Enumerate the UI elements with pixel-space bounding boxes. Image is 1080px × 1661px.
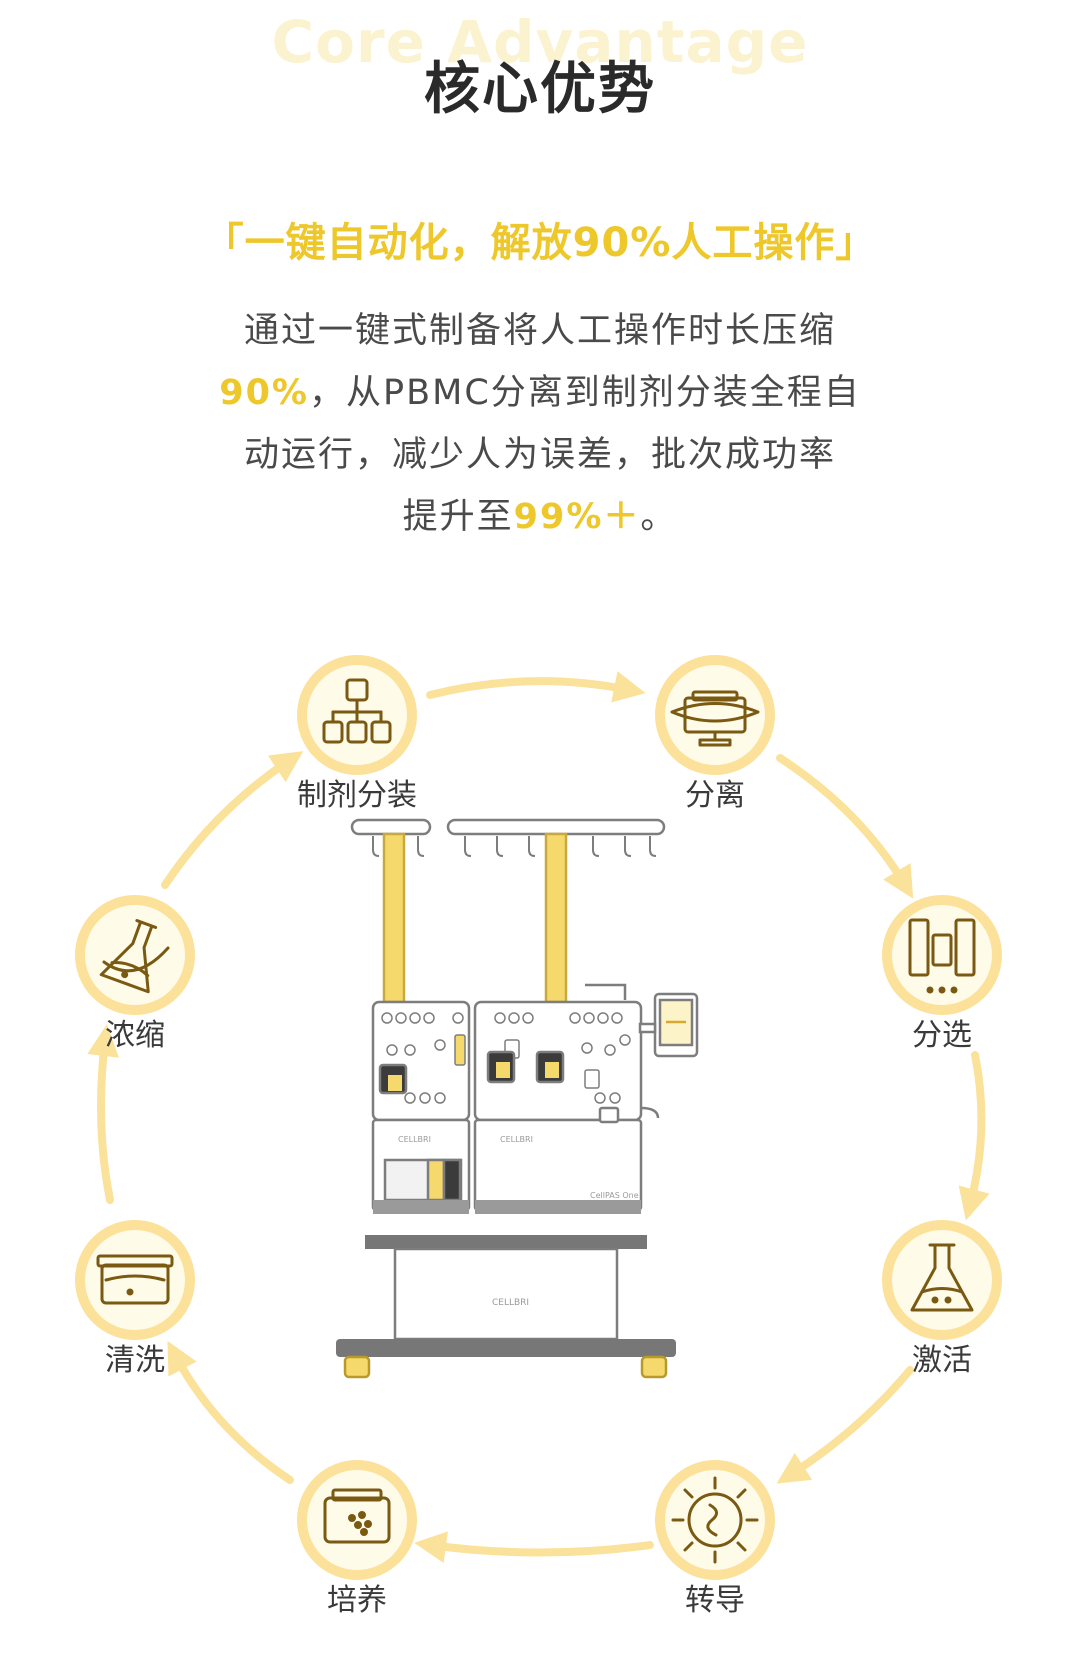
wheel-left: [343, 1355, 371, 1379]
cell-processing-machine: [336, 818, 699, 1379]
description-line-2: 90%，从PBMC分离到制剂分装全程自: [219, 373, 861, 413]
brand-top-right: CELLBRI: [500, 1135, 533, 1144]
flask-icon: [910, 1243, 974, 1312]
arrow-2: [776, 754, 914, 899]
arrow-4: [776, 1366, 914, 1484]
highlight-99-percent: 99%＋: [513, 497, 641, 537]
pole-right: [544, 832, 568, 1004]
virus-icon: [671, 1476, 759, 1564]
cart-body: [393, 1247, 619, 1341]
brand-top-left: CELLBRI: [398, 1135, 431, 1144]
step-label-concentration: 浓缩: [105, 1018, 165, 1053]
magnetic-separation-icon: [908, 918, 976, 994]
node-circle-wash: [75, 1220, 195, 1340]
cart-base: [336, 1339, 676, 1357]
highlight-90-percent: 90%: [219, 373, 309, 413]
node-circle-concentration: [75, 895, 195, 1015]
step-label-separation: 分离: [685, 778, 745, 813]
description-line-3: 动运行，减少人为误差，批次成功率: [243, 435, 836, 475]
vent-left: [373, 1200, 469, 1214]
tilted-flask-icon: [99, 919, 170, 994]
wheel-right: [640, 1355, 668, 1379]
description-line-4: 提升至99%＋。: [402, 497, 678, 537]
arrow-7: [87, 1024, 120, 1204]
iv-bar-left: [350, 818, 432, 836]
centrifuge-icon: [670, 690, 760, 747]
cycle-arrows: [87, 671, 990, 1564]
page-title: 核心优势: [424, 57, 656, 122]
cart-top: [365, 1235, 647, 1249]
arrow-3: [958, 1051, 990, 1221]
node-circle-selection: [882, 895, 1002, 1015]
description: 通过一键式制备将人工操作时长压缩 90%，从PBMC分离到制剂分装全程自 动运行…: [190, 300, 890, 548]
dispensing-bags-icon: [322, 678, 392, 744]
arrow-5: [414, 1531, 654, 1564]
machine-labels: CELLBRI CELLBRI CellPAS One CELLBRI: [398, 1135, 639, 1308]
slogan: 「一键自动化，解放90%人工操作」: [203, 220, 877, 266]
watermark-heading: Core Advantage: [271, 8, 809, 76]
culture-dish-icon: [323, 1488, 391, 1544]
model-label: CellPAS One: [590, 1191, 639, 1200]
arrow-6: [167, 1340, 294, 1484]
description-line-1: 通过一键式制备将人工操作时长压缩: [243, 311, 836, 351]
iv-bar-right: [446, 818, 666, 836]
step-label-selection: 分选: [912, 1018, 972, 1053]
step-label-wash: 清洗: [105, 1343, 165, 1378]
node-circle-activation: [882, 1220, 1002, 1340]
panel-components: [381, 1012, 631, 1104]
vent-right: [475, 1200, 641, 1214]
step-label-activation: 激活: [912, 1343, 972, 1378]
wash-container-icon: [96, 1254, 174, 1305]
side-arm: [585, 983, 627, 1000]
arrow-8: [161, 751, 304, 889]
step-label-culture: 培养: [327, 1583, 387, 1618]
arrow-1: [426, 671, 646, 703]
brand-base: CELLBRI: [492, 1298, 529, 1308]
hooks: [372, 836, 657, 857]
pole-left: [382, 832, 406, 1004]
node-circle-culture: [297, 1460, 417, 1580]
step-label-transduction: 转导: [685, 1583, 745, 1618]
node-circle-separation: [655, 655, 775, 775]
step-label-dispensing: 制剂分装: [297, 778, 417, 813]
